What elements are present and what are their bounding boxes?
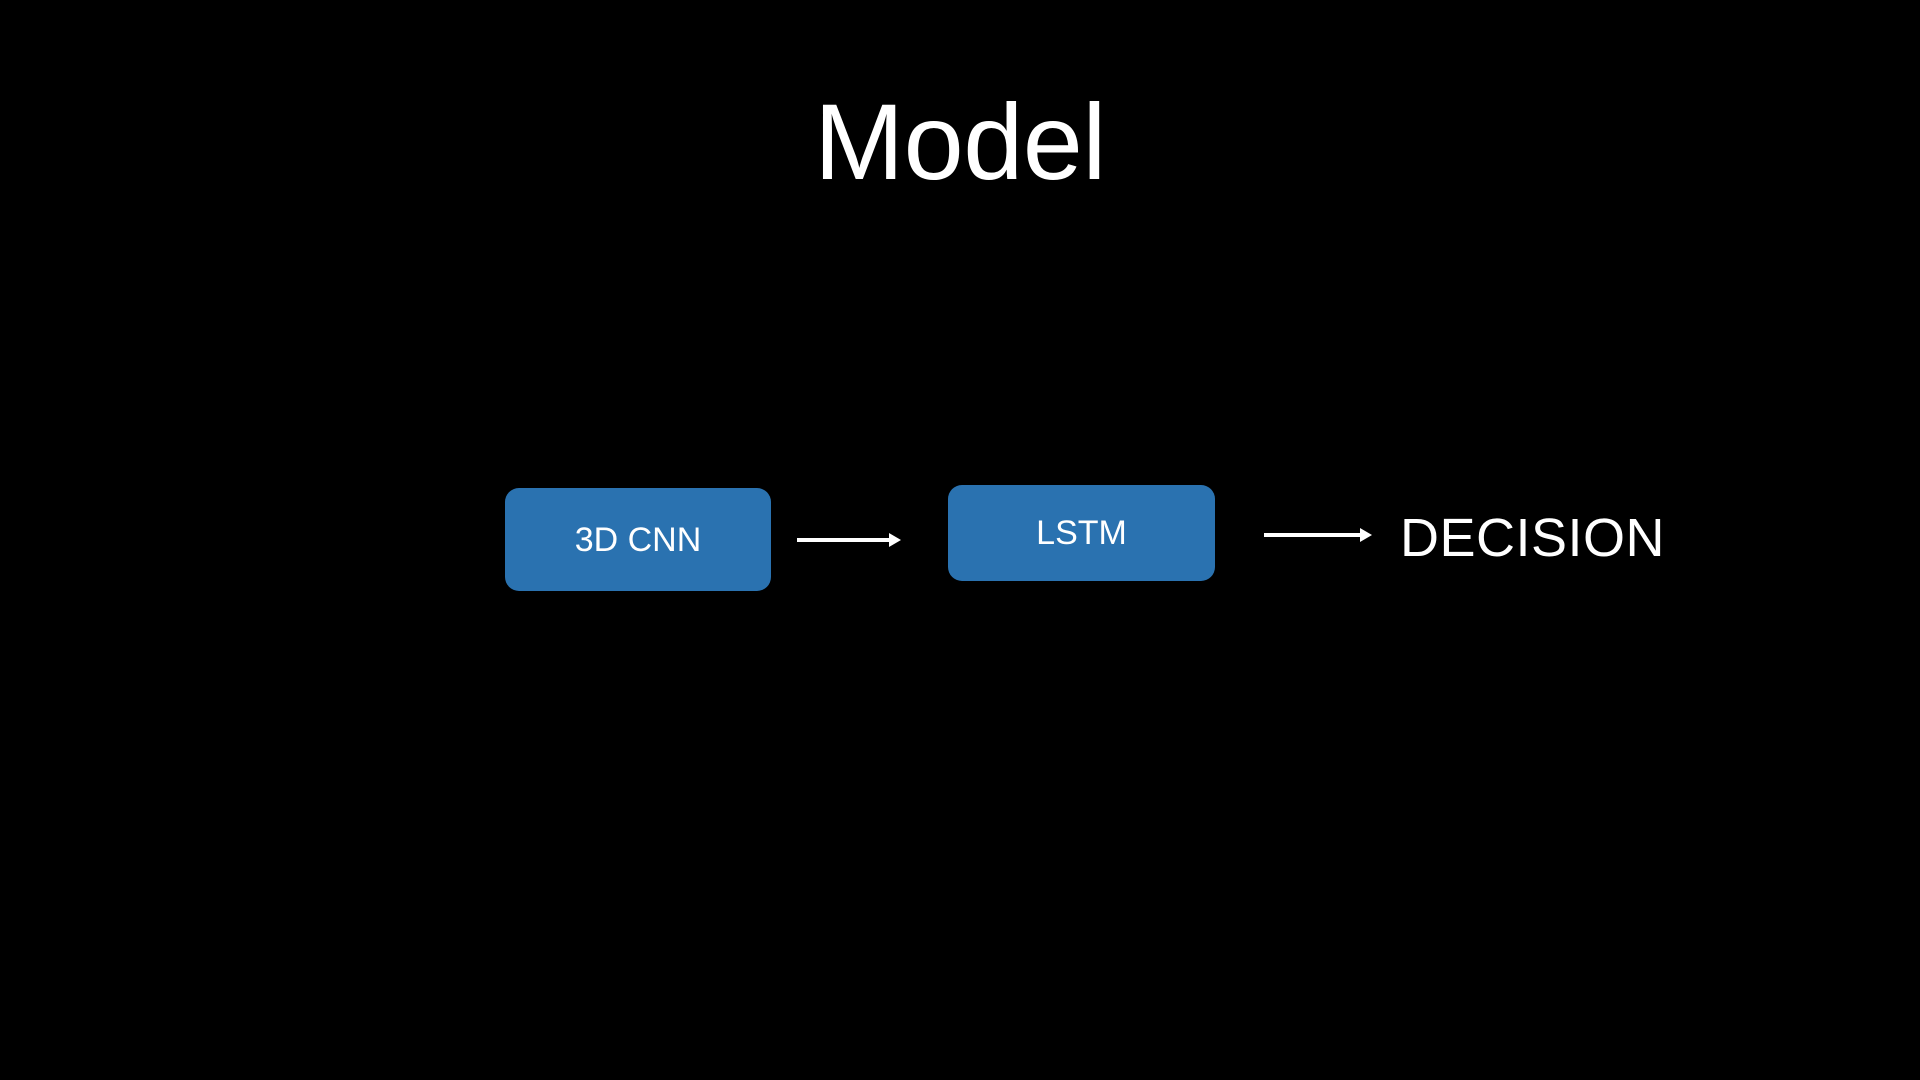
pipeline-node-3d-cnn[interactable]: 3D CNN bbox=[505, 488, 771, 591]
pipeline-node-3d-cnn-label: 3D CNN bbox=[574, 520, 702, 559]
arrow-right-icon-lstm-to-decision bbox=[1262, 520, 1372, 550]
page-title: Model bbox=[814, 81, 1106, 202]
pipeline-node-lstm[interactable]: LSTM bbox=[948, 485, 1215, 581]
arrow-right-icon-cnn-to-lstm bbox=[795, 525, 901, 555]
pipeline-node-decision-label: DECISION bbox=[1400, 508, 1666, 568]
pipeline-node-lstm-label: LSTM bbox=[1036, 514, 1127, 552]
